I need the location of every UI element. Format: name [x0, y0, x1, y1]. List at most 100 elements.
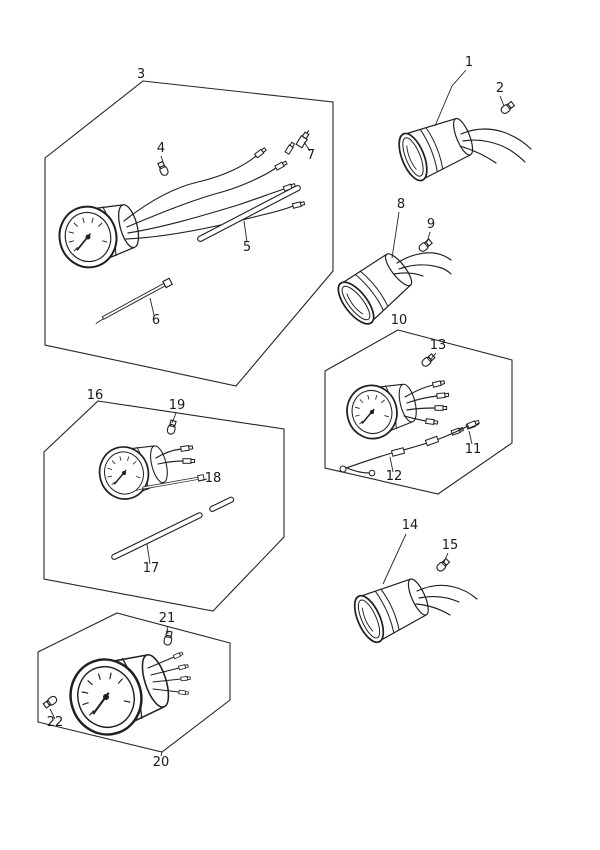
wire-harness-12 — [339, 419, 481, 477]
bulb-2 — [499, 100, 516, 116]
assembly-8: 8 9 — [331, 197, 452, 331]
ring-terminal — [339, 465, 347, 473]
harness-wire — [345, 425, 469, 469]
callout-14: 14 — [402, 518, 419, 533]
bullet-terminal — [180, 444, 194, 452]
parts-group-outline-3 — [44, 80, 334, 387]
callout-4: 4 — [157, 141, 165, 156]
callout-20: 20 — [153, 755, 170, 770]
assembly-16: 16 17 18 19 — [43, 388, 285, 612]
callout-18: 18 — [205, 471, 222, 486]
wire — [157, 460, 184, 465]
bullet-terminal — [291, 200, 306, 209]
leader-7 — [303, 141, 311, 152]
callout-2: 2 — [496, 81, 504, 96]
leader-19 — [171, 412, 177, 424]
bullet-terminal — [425, 418, 439, 426]
callout-19: 19 — [169, 398, 186, 413]
meter-wires-16 — [155, 444, 196, 465]
wire — [126, 167, 277, 228]
meter-gauge-20 — [59, 640, 179, 745]
bullet-terminal — [466, 419, 481, 429]
assembly-10: 10 11 12 13 — [324, 313, 513, 495]
tube — [209, 496, 235, 512]
leader-21 — [166, 625, 169, 635]
wire — [418, 596, 460, 603]
leader-9 — [426, 231, 431, 243]
bulb-19 — [165, 419, 178, 436]
parts-group-outline-10 — [324, 329, 513, 495]
meter-14 — [347, 570, 436, 648]
callout-17: 17 — [143, 561, 160, 576]
pin — [152, 688, 180, 693]
callout-7: 7 — [307, 148, 315, 163]
leader-15 — [443, 552, 449, 563]
harness-branch — [346, 467, 370, 474]
wire-sleeve — [424, 435, 440, 447]
callout-11: 11 — [465, 442, 482, 457]
meter-wires-14 — [415, 584, 478, 616]
callout-12: 12 — [386, 469, 403, 484]
parts-group-outline-16 — [43, 400, 285, 612]
bulb-15 — [434, 557, 451, 574]
tube-17-short — [209, 496, 235, 512]
leader-20 — [160, 751, 163, 757]
spade-terminal — [178, 663, 189, 671]
leader-22 — [49, 708, 56, 720]
leader-14 — [382, 533, 407, 585]
wire — [415, 603, 451, 616]
callout-13: 13 — [430, 338, 447, 353]
pin — [147, 656, 175, 669]
leader-17 — [146, 543, 151, 565]
bulb-13 — [420, 352, 437, 369]
callout-5: 5 — [243, 240, 251, 255]
bulb-22 — [42, 694, 59, 710]
tube — [197, 184, 301, 242]
callout-8: 8 — [397, 197, 405, 212]
leader-13 — [430, 352, 437, 360]
leader-6 — [149, 297, 155, 316]
bulb-9 — [417, 237, 434, 254]
wire — [460, 128, 532, 150]
leader-2 — [499, 95, 505, 107]
leader-18 — [197, 478, 208, 482]
bullet-terminal — [182, 458, 196, 464]
callout-16: 16 — [87, 388, 104, 403]
connector-7-mate — [284, 141, 296, 155]
cable-tie-6 — [92, 277, 173, 326]
wire — [406, 395, 438, 404]
callout-22: 22 — [47, 715, 64, 730]
wire — [125, 205, 294, 240]
wire — [127, 188, 285, 234]
leader-11 — [468, 430, 473, 445]
assembly-1: 1 2 — [392, 55, 532, 186]
callout-21: 21 — [159, 611, 176, 626]
bullet-terminal — [434, 405, 448, 411]
bullet-terminal — [274, 160, 288, 171]
spade-terminal — [180, 675, 191, 682]
meter-gauge-16 — [93, 436, 174, 506]
bullet-terminal — [436, 392, 450, 399]
wire — [404, 384, 434, 398]
wire — [416, 584, 478, 600]
tube-5 — [197, 184, 301, 242]
callout-1: 1 — [465, 55, 473, 70]
meter-wires-8 — [393, 252, 452, 277]
pin-terminals-20 — [147, 651, 191, 696]
leader-5 — [243, 220, 248, 243]
pin — [150, 667, 180, 676]
wire — [396, 252, 452, 264]
wire — [123, 155, 257, 222]
callout-15: 15 — [442, 538, 459, 553]
leader-8 — [391, 211, 400, 259]
callout-6: 6 — [152, 313, 160, 328]
pin — [152, 678, 182, 683]
assembly-20: 20 21 22 — [37, 611, 231, 770]
wire — [403, 415, 427, 422]
meter-wires-1 — [459, 128, 532, 164]
wire-sleeve — [390, 447, 406, 457]
wire — [462, 139, 526, 163]
callout-10: 10 — [391, 313, 408, 328]
